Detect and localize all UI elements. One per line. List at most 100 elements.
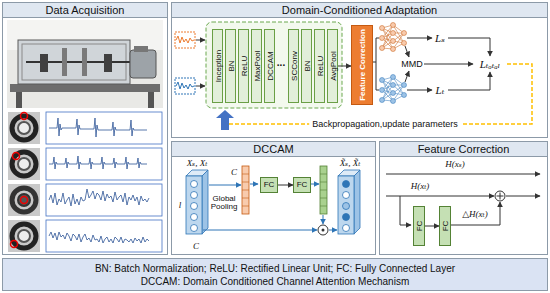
classifier-network bbox=[402, 83, 407, 88]
feature-map bbox=[338, 176, 354, 234]
dimension-label: C bbox=[231, 167, 237, 177]
loss-symbol: Lₜₒₜₐₗ bbox=[480, 58, 501, 71]
abbreviation-band: BN: Batch Normalization; ReLU: Rectified… bbox=[2, 258, 548, 291]
vibration-waveform bbox=[46, 184, 162, 216]
layer-label: SCConv bbox=[289, 51, 298, 81]
add-symbol bbox=[495, 191, 505, 201]
bearing-photo bbox=[8, 112, 40, 252]
test-rig-photo bbox=[62, 48, 67, 76]
layer-box: ReLU bbox=[314, 29, 325, 103]
layer-box: AvgPool bbox=[327, 29, 338, 103]
feature-map bbox=[191, 225, 198, 232]
network-group-outline bbox=[206, 22, 342, 108]
panel-heading: Domain-Conditioned Adaptation bbox=[172, 3, 547, 18]
classifier-network bbox=[391, 39, 396, 44]
test-rig-photo bbox=[10, 84, 160, 92]
channel-vector bbox=[242, 166, 327, 214]
layer-label: BN bbox=[226, 60, 235, 71]
feature-symbol: △H(xₜ) bbox=[462, 209, 488, 219]
bearing-photo bbox=[18, 122, 30, 134]
test-rig-photo bbox=[130, 50, 156, 78]
vibration-waveform bbox=[49, 189, 149, 206]
test-rig-photo bbox=[7, 20, 163, 108]
backpropagation-path bbox=[216, 110, 234, 130]
feature-symbol: X̃ₛ, X̃ₜ bbox=[340, 158, 361, 168]
panel-heading: Feature Correction bbox=[380, 142, 547, 157]
abbreviation-text: DCCAM: Domain Conditioned Channel Attent… bbox=[3, 275, 547, 288]
bearing-photo bbox=[11, 241, 18, 248]
test-rig-photo bbox=[148, 92, 154, 108]
feature-symbol: H(xₜ) bbox=[411, 181, 430, 191]
input-signal bbox=[196, 40, 205, 41]
panel-box: Feature CorrectionFCFC bbox=[379, 141, 548, 255]
correction-box: Feature Correction bbox=[351, 25, 373, 105]
test-rig-photo bbox=[40, 54, 48, 72]
vibration-waveform bbox=[49, 156, 147, 169]
classifier-network bbox=[391, 75, 396, 80]
classifier-network bbox=[391, 83, 396, 88]
bearing-photo bbox=[8, 112, 40, 144]
classifier-network bbox=[402, 31, 407, 36]
test-rig-photo bbox=[18, 40, 130, 84]
bearing-photo bbox=[12, 152, 36, 176]
fc-label: FC bbox=[261, 178, 277, 192]
correction-arrows bbox=[386, 174, 540, 175]
feature-map bbox=[343, 203, 350, 210]
loss-arrows bbox=[405, 71, 409, 82]
test-rig-photo bbox=[16, 92, 22, 108]
vibration-waveform bbox=[46, 112, 162, 252]
attention-arrows bbox=[311, 184, 319, 185]
attention-arrows bbox=[209, 185, 241, 186]
layer-box: SCConv bbox=[288, 29, 299, 103]
bearing-photo bbox=[21, 113, 28, 120]
bearing-photo bbox=[13, 153, 20, 160]
input-signal bbox=[175, 32, 205, 94]
layer-box: ReLU bbox=[238, 29, 249, 103]
feature-symbol: H(xₛ) bbox=[445, 159, 465, 169]
fc-box: FC bbox=[413, 206, 425, 246]
input-signal bbox=[196, 86, 205, 87]
vibration-waveform bbox=[46, 112, 162, 144]
layer-label: AvgPool bbox=[328, 51, 337, 81]
test-rig-photo bbox=[7, 20, 163, 108]
classifier-network bbox=[372, 38, 379, 90]
test-rig-photo bbox=[134, 46, 148, 52]
loss-name: MMD bbox=[401, 59, 423, 69]
feature-map bbox=[191, 214, 198, 221]
operation-label: Global Pooling bbox=[206, 195, 242, 212]
correction-label: Feature Correction bbox=[358, 28, 367, 102]
bearing-photo bbox=[21, 197, 28, 204]
multiply-symbol bbox=[318, 225, 328, 235]
correction-arrows bbox=[386, 196, 494, 197]
channel-vector bbox=[320, 166, 327, 214]
fc-label: FC bbox=[294, 178, 310, 192]
bearing-photo bbox=[8, 220, 40, 252]
add-symbol bbox=[495, 191, 505, 201]
layer-label: ReLU bbox=[239, 56, 248, 76]
attention-arrows bbox=[250, 184, 258, 185]
layer-label: MaxPool bbox=[252, 50, 261, 81]
attention-arrows bbox=[323, 215, 324, 224]
bearing-photo bbox=[18, 230, 30, 242]
panel-heading: Data Acquisition bbox=[3, 3, 167, 18]
abbreviation-text: BN: Batch Normalization; ReLU: Rectified… bbox=[3, 262, 547, 275]
classifier-network bbox=[382, 77, 404, 101]
bearing-photo bbox=[12, 224, 36, 248]
loss-arrows bbox=[448, 72, 490, 90]
classifier-network bbox=[380, 23, 407, 52]
bearing-photo bbox=[18, 158, 30, 170]
loss-symbol: Lₛ bbox=[435, 32, 445, 45]
feature-map bbox=[186, 170, 360, 234]
feature-map bbox=[354, 170, 360, 234]
bearing-photo bbox=[18, 194, 30, 206]
feature-map bbox=[191, 181, 198, 188]
layer-label: BN bbox=[302, 60, 311, 71]
feature-map bbox=[191, 192, 198, 199]
bearing-photo bbox=[8, 184, 40, 216]
correction-arrows bbox=[386, 174, 540, 225]
layer-label: Inception bbox=[213, 50, 222, 82]
classifier-network bbox=[380, 88, 385, 93]
classifier-network bbox=[380, 46, 385, 51]
connector-arrow bbox=[278, 185, 293, 186]
